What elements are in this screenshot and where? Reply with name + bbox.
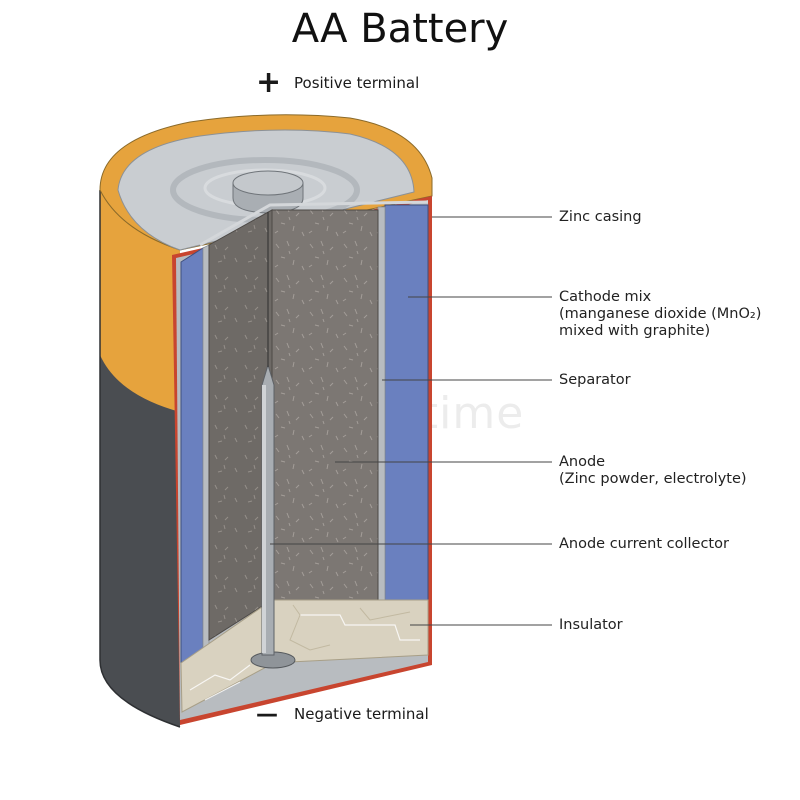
label-insulator: Insulator <box>559 617 623 633</box>
battery-shell <box>99 114 433 728</box>
positive-terminal-label: Positive terminal <box>294 74 420 92</box>
diagram-title: AA Battery <box>291 6 509 52</box>
label-anode-current-collector: Anode current collector <box>559 536 729 552</box>
negative-terminal-label: Negative terminal <box>294 705 429 723</box>
label-zinc-casing: Zinc casing <box>559 209 642 225</box>
label-separator: Separator <box>559 372 631 388</box>
positive-sign-icon: + <box>256 65 282 100</box>
label-anode: Anode (Zinc powder, electrolyte) <box>559 454 747 487</box>
cutaway-section <box>172 196 432 725</box>
label-cathode-mix: Cathode mix (manganese dioxide (MnO₂) mi… <box>559 289 762 339</box>
leader-lines <box>270 216 552 626</box>
negative-sign-icon: — <box>256 702 278 727</box>
